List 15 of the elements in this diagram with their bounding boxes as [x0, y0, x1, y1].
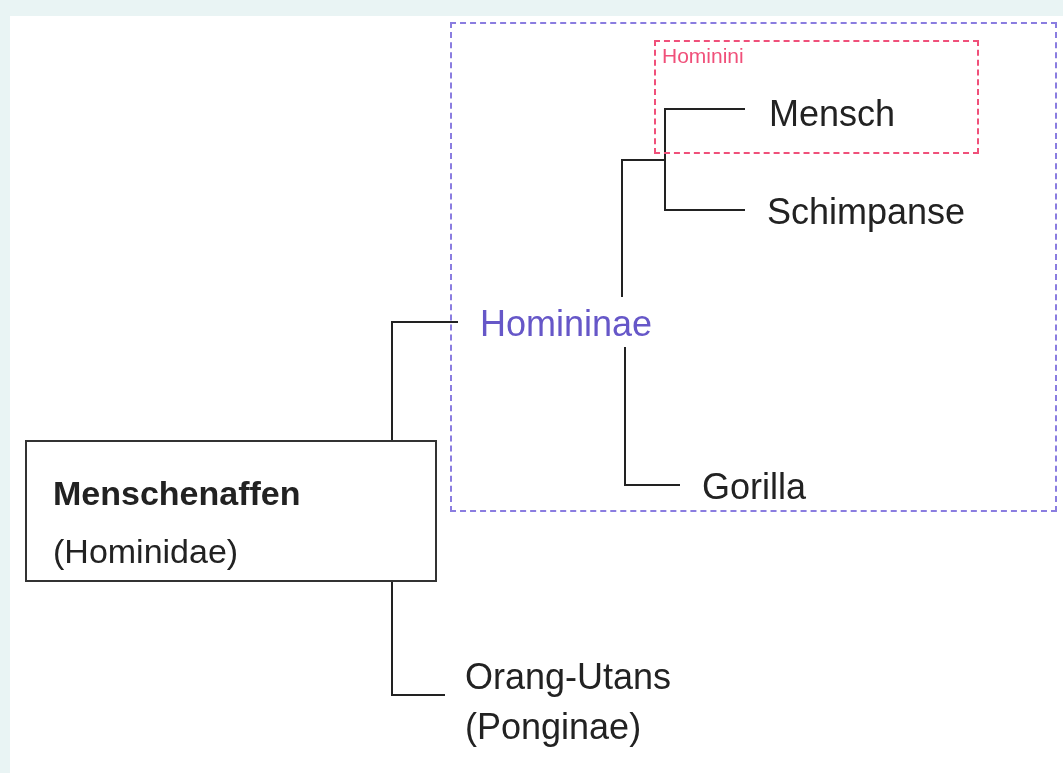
taxon-label: Schimpanse: [747, 187, 1042, 237]
taxon-label: Homininae: [460, 299, 710, 349]
tree-branch-line: [621, 159, 746, 298]
dashed-subgroup-box: [654, 40, 979, 154]
taxon-box: [25, 440, 437, 582]
tree-branch-line: [391, 581, 446, 696]
taxon-label: Gorilla: [682, 462, 852, 512]
dashed-group-box: [450, 22, 1057, 512]
taxon-label: Orang-Utans (Ponginae): [445, 652, 745, 762]
tree-branch-line: [391, 321, 459, 441]
taxon-subtitle: (Hominidae): [53, 531, 239, 572]
taxon-name: Menschenaffen: [53, 473, 301, 514]
taxon-label: Mensch: [749, 89, 954, 137]
tree-branch-line: [624, 346, 681, 486]
group-label: Hominini: [662, 44, 744, 68]
